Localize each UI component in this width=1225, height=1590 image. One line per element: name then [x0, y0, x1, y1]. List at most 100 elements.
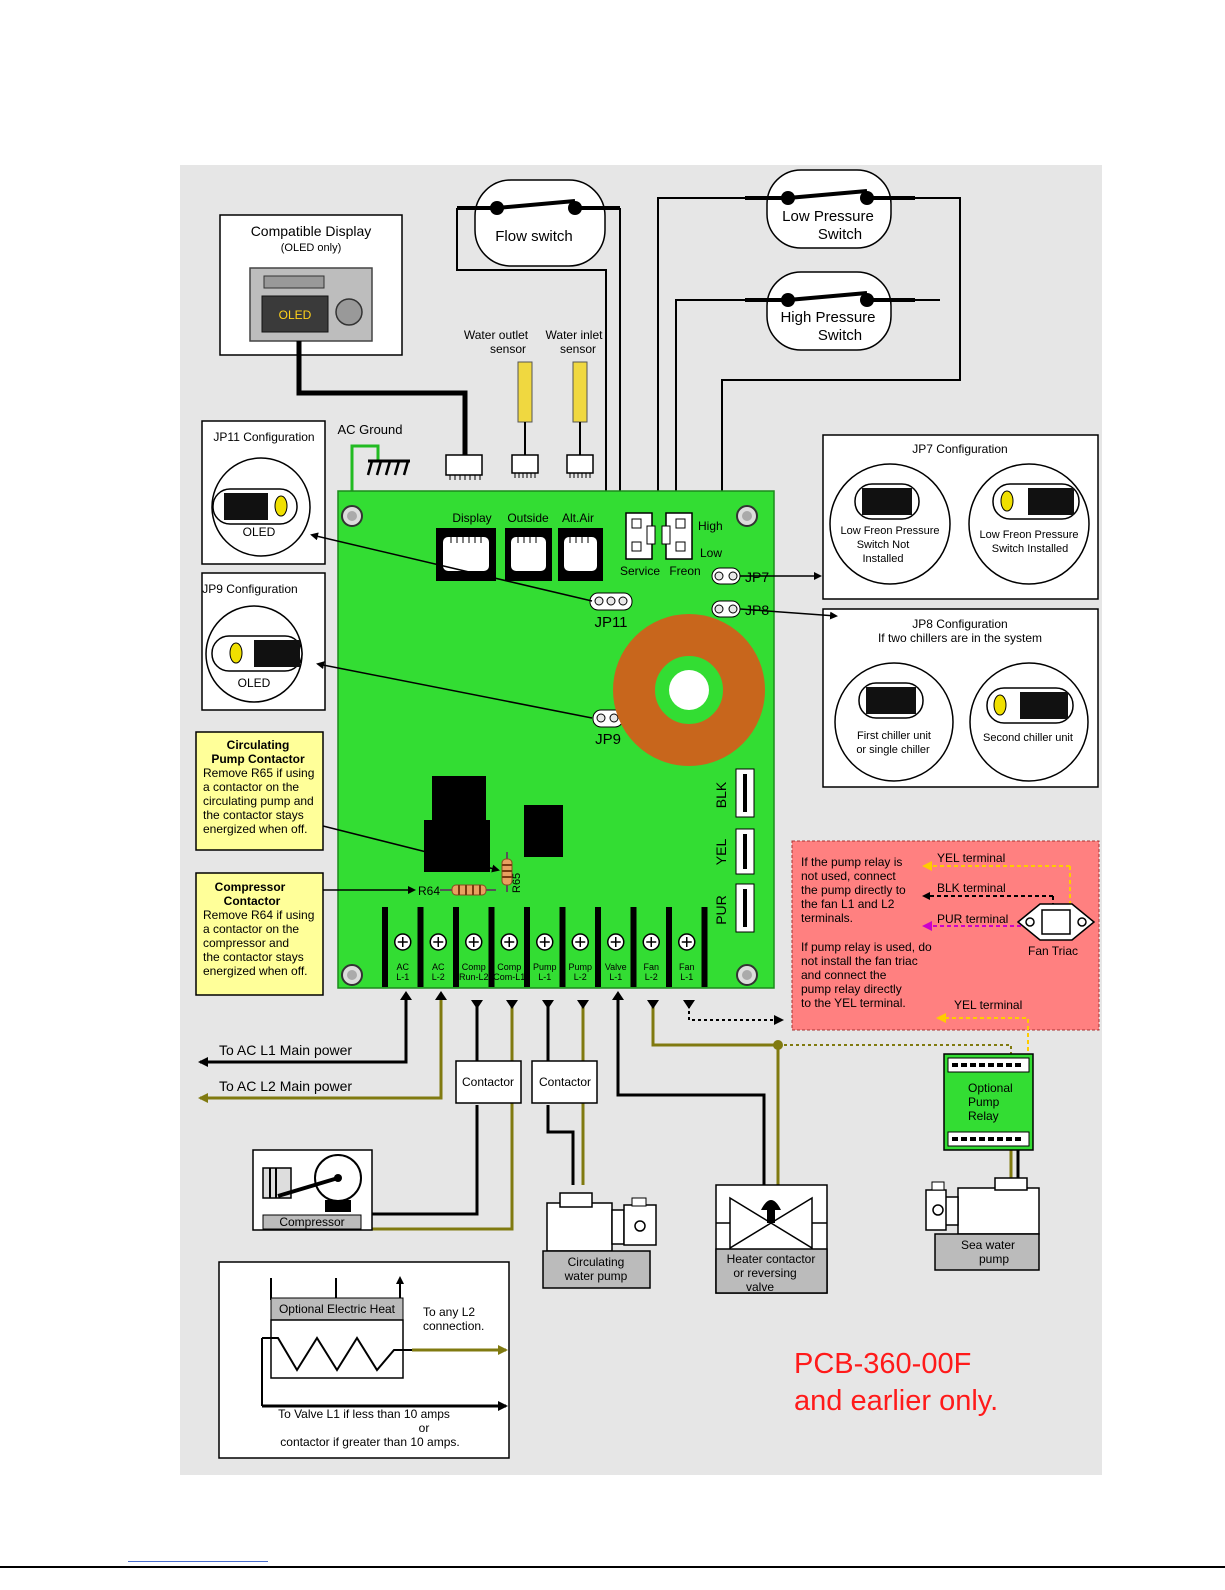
- heat-title: Optional Electric Heat: [279, 1302, 396, 1316]
- circ-pump-heading-2: Pump Contactor: [211, 752, 305, 766]
- terminal-screw: [500, 933, 518, 951]
- connector-display-label: Display: [452, 511, 491, 525]
- jp7-config-box: JP7 Configuration Low Freon Pressure Swi…: [822, 434, 1099, 600]
- r65-label: R65: [511, 873, 523, 893]
- display-knob: [335, 298, 363, 326]
- heat-to-l2-2: connection.: [423, 1319, 484, 1333]
- terminal-screw: [465, 933, 483, 951]
- heat-to-l2-1: To any L2: [423, 1305, 475, 1319]
- jp8-config-subtitle: If two chillers are in the system: [878, 631, 1042, 645]
- terminal-divider: [701, 907, 708, 987]
- terminal-screw: [571, 933, 589, 951]
- compressor-body-4: the contactor stays: [203, 950, 304, 964]
- jp11-config-box: JP11 Configuration OLED: [201, 420, 326, 565]
- jp7-config-title: JP7 Configuration: [912, 442, 1007, 456]
- low-pressure-label-2: Switch: [818, 226, 862, 243]
- terminal-divider: [666, 907, 672, 987]
- display-slot: [263, 275, 325, 289]
- connector-altair-label: Alt.Air: [562, 511, 594, 525]
- jp7-right-2: Switch Installed: [992, 543, 1068, 555]
- circ-pump-body-2: a contactor on the: [203, 780, 299, 794]
- circ-pump-label-1: Circulating: [568, 1255, 625, 1269]
- low-label: Low: [700, 546, 722, 560]
- compatible-display-box: Compatible Display (OLED only) OLED: [219, 214, 403, 356]
- service-header: Service: [620, 512, 660, 578]
- terminal-label: L-2: [574, 972, 587, 982]
- circ-pump-heading-1: Circulating: [227, 738, 290, 752]
- red-text1-1: If the pump relay is: [801, 855, 902, 869]
- jp7-left-3: Installed: [863, 553, 904, 565]
- pur-label: PUR: [713, 895, 729, 925]
- yel-terminal-label-2: YEL terminal: [954, 998, 1022, 1012]
- heater-valve-label-2: or reversing: [733, 1266, 796, 1280]
- terminal-arrows: [400, 991, 695, 1009]
- terminal-divider: [382, 907, 388, 987]
- jp7-header: JP7: [711, 567, 769, 585]
- sea-pump-label-2: pump: [979, 1252, 1009, 1266]
- jp9-label: JP9: [595, 731, 621, 748]
- heat-to-valve-1: To Valve L1 if less than 10 amps: [278, 1407, 450, 1421]
- connector-display: [436, 528, 496, 581]
- sea-pump-label-1: Sea water: [961, 1238, 1015, 1252]
- terminal-label: Comp: [462, 962, 486, 972]
- sea-water-pump: Sea water pump: [925, 1177, 1040, 1271]
- compressor-body-5: energized when off.: [203, 964, 308, 978]
- water-outlet-label-1: Water outlet: [464, 328, 529, 342]
- jp9-config-title: JP9 Configuration: [202, 582, 297, 596]
- jp7-left-1: Low Freon Pressure: [840, 525, 939, 537]
- red-text1-5: terminals.: [801, 911, 853, 925]
- ac-l1-label: To AC L1 Main power: [219, 1042, 352, 1058]
- yel-terminal: YEL: [713, 828, 755, 875]
- yel-label: YEL: [713, 839, 729, 866]
- jp8-config-title: JP8 Configuration: [912, 617, 1007, 631]
- display-cable: [296, 341, 468, 455]
- pump-relay-label-2: Pump: [968, 1095, 1000, 1109]
- terminal-label: Pump: [568, 962, 592, 972]
- terminal-label: Comp: [497, 962, 521, 972]
- water-inlet-sensor: Water inlet sensor: [546, 328, 604, 478]
- terminal-label: Valve: [605, 962, 627, 972]
- blk-terminal-label: BLK terminal: [937, 881, 1006, 895]
- fan-triac-label: Fan Triac: [1028, 944, 1078, 958]
- compressor-heading-2: Contactor: [224, 894, 281, 908]
- red-text1-3: the pump directly to: [801, 883, 906, 897]
- circ-pump-body-3: circulating pump and: [203, 794, 314, 808]
- footer-model: PCB-360-00F: [794, 1348, 971, 1380]
- heat-to-valve-3: contactor if greater than 10 amps.: [280, 1435, 459, 1449]
- terminal-screw: [394, 933, 412, 951]
- terminal-label: Fan: [679, 962, 695, 972]
- terminal-label: AC: [396, 962, 409, 972]
- pump-relay-label-1: Optional: [968, 1081, 1013, 1095]
- compressor-body-1: Remove R64 if using: [203, 908, 314, 922]
- terminal-divider: [595, 907, 601, 987]
- pur-terminal: PUR: [713, 883, 755, 933]
- jp11-config-title: JP11 Configuration: [213, 430, 314, 444]
- connector-outside-label: Outside: [507, 511, 549, 525]
- terminal-screw: [607, 933, 625, 951]
- resistor-r64: R64: [418, 884, 496, 898]
- red-text2-2: not install the fan triac: [801, 954, 918, 968]
- resistor-r65: R65: [501, 852, 523, 893]
- low-pressure-label-1: Low Pressure: [782, 208, 874, 225]
- water-inlet-label-1: Water inlet: [546, 328, 604, 342]
- low-pressure-switch: Low Pressure Switch: [745, 169, 915, 249]
- jp8-left-2: or single chiller: [856, 744, 930, 756]
- ac-ground-label: AC Ground: [337, 422, 402, 437]
- heater-valve-label-1: Heater contactor: [727, 1252, 816, 1266]
- toroid-hole: [669, 670, 709, 710]
- jp9-header: JP9: [592, 709, 624, 748]
- freon-header: Freon High Low: [661, 512, 723, 578]
- terminal-strip: ACL-1ACL-2CompRun-L2CompCom-L1PumpL-1Pum…: [382, 907, 708, 987]
- terminal-screw: [536, 933, 554, 951]
- terminal-label: Com-L1: [493, 972, 525, 982]
- water-outlet-sensor: Water outlet sensor: [464, 328, 539, 478]
- blk-terminal: BLK: [713, 768, 755, 818]
- optional-pump-relay: Optional Pump Relay: [943, 1053, 1034, 1151]
- red-text2-3: and connect the: [801, 968, 887, 982]
- freon-label: Freon: [669, 564, 700, 578]
- compressor-relay-base: [424, 820, 490, 872]
- jp7-right-1: Low Freon Pressure: [979, 529, 1078, 541]
- circulating-pump: Circulating water pump: [542, 1192, 657, 1289]
- red-text2-1: If pump relay is used, do: [801, 940, 932, 954]
- terminal-screw: [678, 933, 696, 951]
